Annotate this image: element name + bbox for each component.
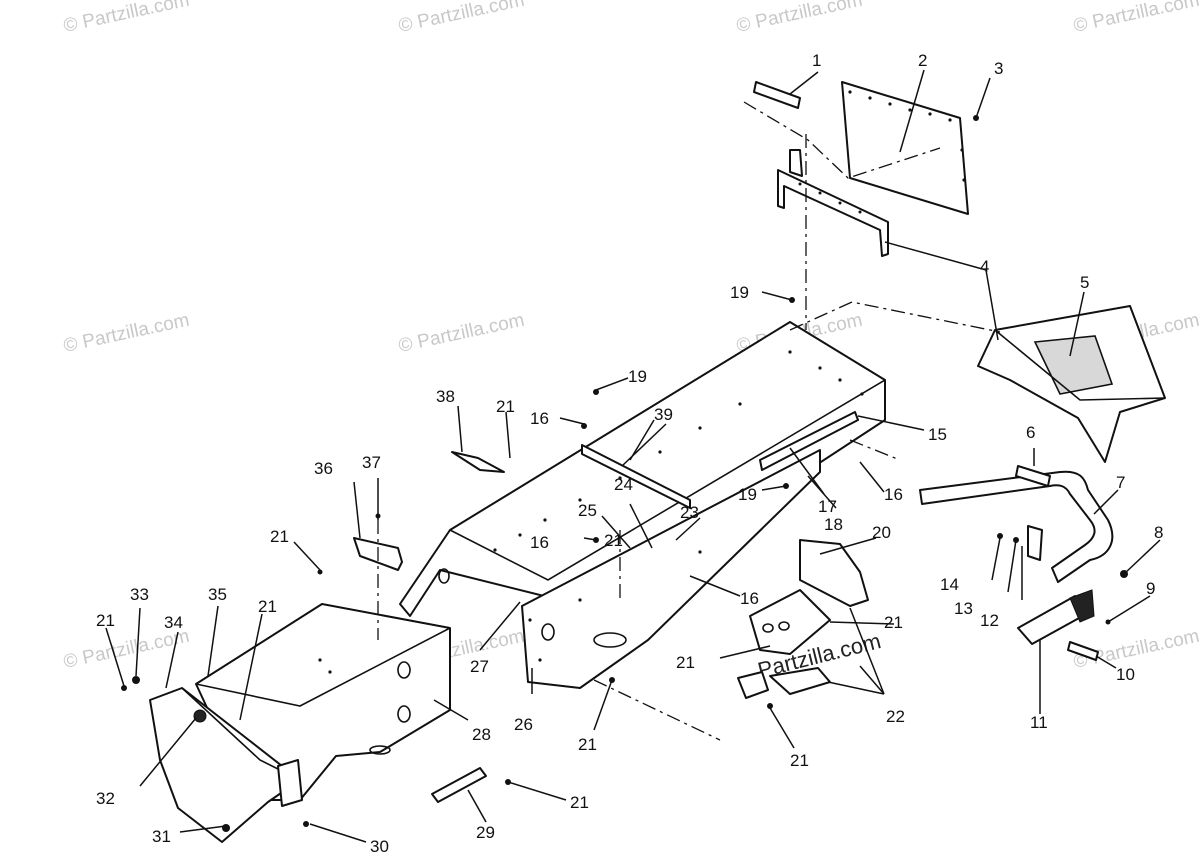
callout-label: 6 bbox=[1026, 423, 1035, 442]
part-decal-6 bbox=[1015, 465, 1051, 487]
watermark: © Partzilla.com bbox=[397, 0, 527, 37]
callout-label: 8 bbox=[1154, 523, 1163, 542]
callout-label: 21 bbox=[884, 613, 903, 632]
callout-label: 33 bbox=[130, 585, 149, 604]
callout-label: 21 bbox=[496, 397, 515, 416]
callout-label: 21 bbox=[604, 531, 623, 550]
callout-label: 36 bbox=[314, 459, 333, 478]
callout-label: 2 bbox=[918, 51, 927, 70]
callout-label: 21 bbox=[578, 735, 597, 754]
callout-label: 13 bbox=[954, 599, 973, 618]
part-windshield-panel bbox=[841, 81, 969, 215]
callout-label: 16 bbox=[530, 409, 549, 428]
callout-label: 10 bbox=[1116, 665, 1135, 684]
callout-label: 1 bbox=[812, 51, 821, 70]
callout-label: 9 bbox=[1146, 579, 1155, 598]
part-top-cover bbox=[977, 305, 1166, 463]
part-bracket-20 bbox=[799, 539, 869, 607]
callout-label: 5 bbox=[1080, 273, 1089, 292]
part-decal-1 bbox=[753, 81, 801, 109]
part-side-panel bbox=[521, 449, 821, 689]
part-strip-29 bbox=[431, 767, 487, 803]
callout-label: 21 bbox=[790, 751, 809, 770]
callout-numbers: 1 2 3 4 5 6 7 8 9 10 11 12 13 14 15 16 1… bbox=[96, 51, 1163, 856]
watermark: © Partzilla.com bbox=[62, 0, 192, 37]
callout-label: 38 bbox=[436, 387, 455, 406]
callout-label: 35 bbox=[208, 585, 227, 604]
callout-label: 30 bbox=[370, 837, 389, 856]
callout-label: 19 bbox=[738, 485, 757, 504]
callout-label: 17 bbox=[818, 497, 837, 516]
callout-label: 27 bbox=[470, 657, 489, 676]
callout-label: 21 bbox=[258, 597, 277, 616]
callout-label: 19 bbox=[628, 367, 647, 386]
watermark: © Partzilla.com bbox=[62, 626, 192, 673]
callout-label: 19 bbox=[730, 283, 749, 302]
assembly-lines bbox=[377, 101, 1001, 741]
part-flap-bracket bbox=[1017, 589, 1095, 645]
callout-label: 18 bbox=[824, 515, 843, 534]
callout-label: 37 bbox=[362, 453, 381, 472]
callout-label: 16 bbox=[884, 485, 903, 504]
callout-label: 4 bbox=[980, 257, 989, 276]
callout-label: 32 bbox=[96, 789, 115, 808]
callout-label: 3 bbox=[994, 59, 1003, 78]
part-front-bar bbox=[149, 687, 303, 843]
part-bracket-22 bbox=[737, 589, 831, 699]
fastener-markers bbox=[121, 115, 1128, 832]
callout-label: 21 bbox=[270, 527, 289, 546]
callout-label: 28 bbox=[472, 725, 491, 744]
part-rear-bumper bbox=[919, 470, 1114, 583]
callout-label: 20 bbox=[872, 523, 891, 542]
callout-label: 21 bbox=[570, 793, 589, 812]
callout-label: 16 bbox=[740, 589, 759, 608]
callout-label: 16 bbox=[530, 533, 549, 552]
callout-label: 24 bbox=[614, 475, 633, 494]
callout-label: 7 bbox=[1116, 473, 1125, 492]
callout-label: 31 bbox=[152, 827, 171, 846]
part-plate-38 bbox=[451, 451, 505, 473]
callout-label: 22 bbox=[886, 707, 905, 726]
callout-label: 39 bbox=[654, 405, 673, 424]
callout-label: 21 bbox=[96, 611, 115, 630]
callout-label: 12 bbox=[980, 611, 999, 630]
callout-label: 29 bbox=[476, 823, 495, 842]
callout-label: 11 bbox=[1030, 713, 1048, 732]
callout-label: 26 bbox=[514, 715, 533, 734]
leader-lines bbox=[105, 69, 1161, 843]
callout-label: 34 bbox=[164, 613, 183, 632]
callout-label: 15 bbox=[928, 425, 947, 444]
watermark: © Partzilla.com bbox=[1072, 0, 1200, 37]
part-tunnel-rail bbox=[581, 444, 691, 509]
callout-label: 21 bbox=[676, 653, 695, 672]
watermark: © Partzilla.com bbox=[397, 310, 527, 357]
watermark: © Partzilla.com bbox=[62, 310, 192, 357]
callout-label: 14 bbox=[940, 575, 959, 594]
callout-label: 25 bbox=[578, 501, 597, 520]
watermark: © Partzilla.com bbox=[735, 0, 865, 37]
part-decal-10 bbox=[1067, 641, 1099, 661]
callout-label: 23 bbox=[680, 503, 699, 522]
